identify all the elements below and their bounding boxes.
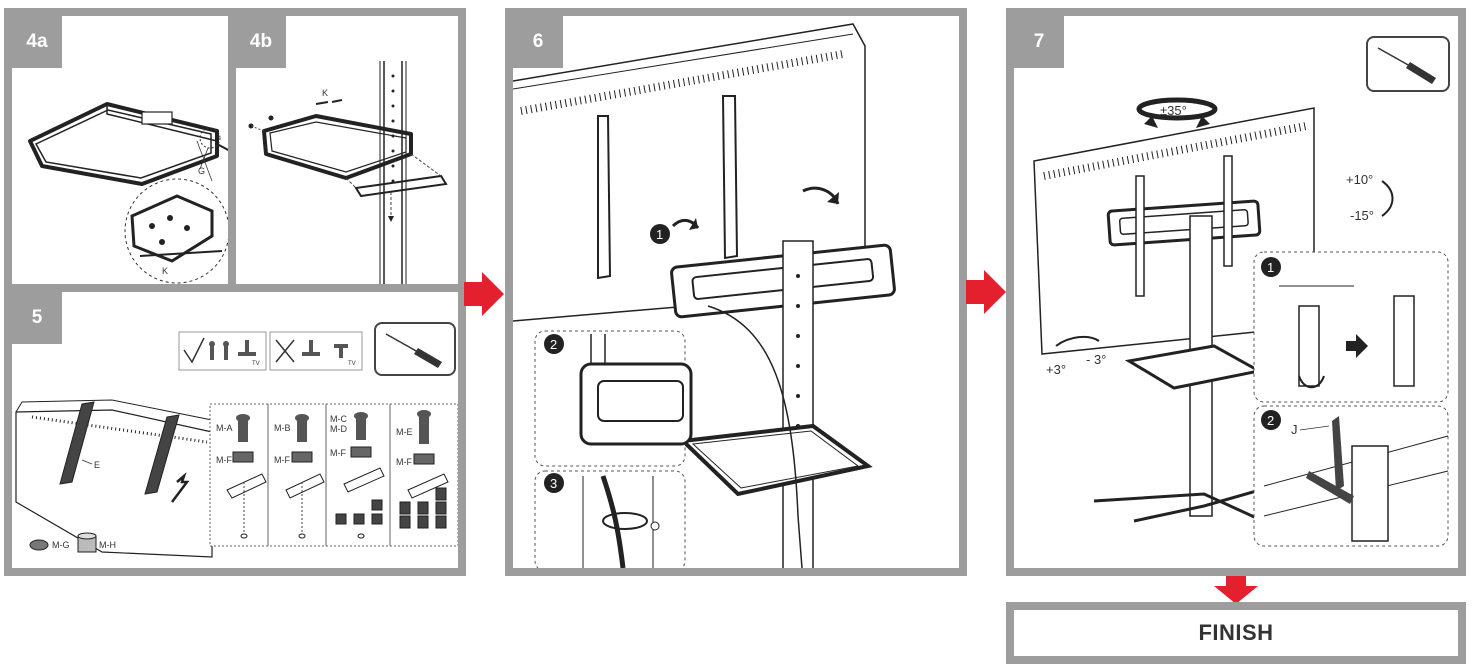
screw-label-mf: M-F — [216, 455, 232, 465]
swivel-label: ±35° — [1160, 103, 1187, 118]
screw-label-mc: M-C — [330, 414, 347, 424]
step-4b-tag: 4b — [236, 16, 286, 68]
screwdriver-toolbox — [374, 322, 456, 376]
step-6-panel: 6 1 2 — [505, 8, 967, 576]
detail-callout-1: 1 — [1267, 260, 1274, 275]
arrow-down-icon — [1214, 576, 1258, 604]
callout-2: 2 — [550, 337, 557, 352]
screw-label-ma: M-A — [216, 423, 233, 433]
step-4a-tag: 4a — [12, 16, 62, 68]
step-5-illustration: TV TV E M-G M-H M-A M-F M-B M-F — [15, 331, 458, 558]
spacer-label-mg: M-G — [52, 540, 70, 550]
level-plus-label: +3° — [1046, 362, 1066, 377]
step-7-illustration: ±35° +10° -15° +3° - 3° 1 — [1033, 97, 1449, 547]
step-6-illustration: 1 2 3 — [513, 23, 896, 568]
part-label-e: E — [94, 460, 100, 470]
spacer-label-mh: M-H — [99, 540, 116, 550]
detail-callout-2: 2 — [1267, 413, 1274, 428]
screwdriver-icon — [385, 333, 442, 368]
step-4b-illustration: K — [248, 61, 448, 284]
step-4a-illustration: G K — [28, 102, 228, 284]
level-minus-label: - 3° — [1086, 352, 1106, 367]
screw-label-me: M-E — [396, 427, 413, 437]
screw-label-mf: M-F — [396, 457, 412, 467]
tilt-up-label: +10° — [1346, 172, 1373, 187]
step-4b-panel: 4b K — [228, 8, 466, 292]
step-5-tag: 5 — [12, 292, 62, 344]
screwdriver-icon — [1377, 47, 1436, 84]
cross-icon — [275, 339, 295, 363]
screw-label-mb: M-B — [274, 423, 291, 433]
part-label-k: K — [162, 266, 168, 276]
step-6-tag: 6 — [513, 16, 563, 68]
tv-mark: TV — [252, 361, 260, 367]
arrow-right-icon — [966, 270, 1006, 314]
callout-3: 3 — [550, 476, 557, 491]
finish-banner: FINISH — [1006, 602, 1466, 664]
tilt-down-label: -15° — [1350, 208, 1374, 223]
check-icon — [183, 337, 205, 364]
part-label-g: G — [198, 166, 205, 176]
step-7-tag: 7 — [1014, 16, 1064, 68]
screw-label-md: M-D — [330, 424, 347, 434]
part-label-k: K — [322, 88, 328, 98]
tv-mark: TV — [348, 361, 356, 367]
step-7-panel: 7 ±35° +10° -15° +3° - 3° 1 — [1006, 8, 1466, 576]
step-4a-panel: 4a G K — [4, 8, 236, 292]
part-label-j: J — [1291, 422, 1298, 437]
callout-1: 1 — [656, 227, 663, 242]
step-5-panel: 5 TV TV E M-G M-H — [4, 284, 466, 576]
screw-label-mf: M-F — [330, 448, 346, 458]
screwdriver-toolbox — [1366, 36, 1450, 92]
screw-label-mf: M-F — [274, 455, 290, 465]
arrow-right-icon — [464, 272, 504, 316]
